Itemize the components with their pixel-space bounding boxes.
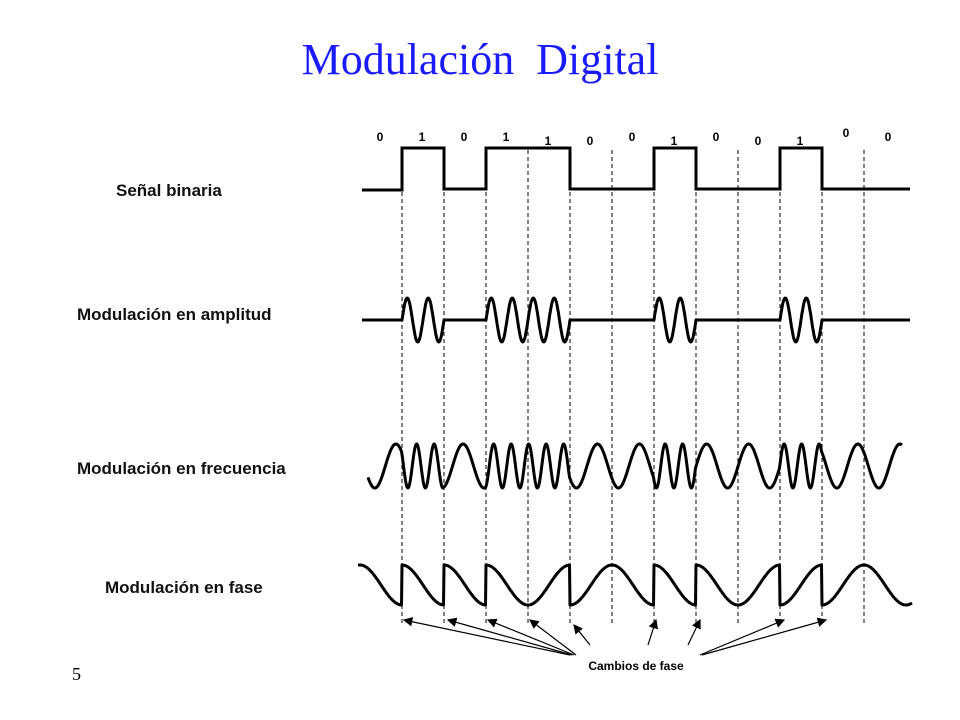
bit-label-4: 1 — [545, 134, 552, 148]
phase-change-note: Cambios de fase — [588, 659, 684, 673]
phase-change-arrow-4 — [573, 624, 591, 646]
bit-label-0: 0 — [377, 130, 384, 144]
phase-change-arrow-1 — [446, 617, 573, 656]
bit-label-6: 0 — [629, 130, 636, 144]
phase-change-arrows — [402, 617, 828, 656]
phase-change-arrow-6 — [687, 618, 701, 646]
phase-change-arrow-7 — [699, 618, 786, 656]
pm-label: Modulación en fase — [105, 578, 263, 597]
phase-change-arrow-8 — [701, 617, 828, 656]
bit-label-8: 0 — [713, 130, 720, 144]
am-label: Modulación en amplitud — [77, 305, 272, 324]
bit-labels: 0 1 0 1 1 0 0 1 0 0 1 0 0 — [377, 126, 892, 148]
page-title: Modulación Digital — [301, 35, 659, 84]
bit-label-2: 0 — [461, 130, 468, 144]
bit-label-12: 0 — [885, 130, 892, 144]
bit-label-11: 0 — [843, 126, 850, 140]
pm-wave — [357, 563, 913, 607]
bit-label-9: 0 — [755, 134, 762, 148]
bit-label-7: 1 — [671, 134, 678, 148]
phase-change-arrow-3 — [529, 619, 577, 656]
fm-label: Modulación en frecuencia — [77, 459, 286, 478]
am-waveform — [362, 296, 910, 344]
binary-square-wave — [362, 146, 910, 192]
am-wave — [362, 296, 910, 344]
binary-waveform — [362, 146, 910, 192]
bit-label-10: 1 — [797, 134, 804, 148]
bit-label-1: 1 — [419, 130, 426, 144]
pm-waveform — [357, 563, 913, 607]
fm-waveform — [366, 442, 903, 490]
bit-label-3: 1 — [503, 130, 510, 144]
fm-wave — [366, 442, 903, 490]
phase-change-arrow-5 — [647, 618, 659, 646]
page-number: 5 — [72, 664, 81, 684]
phase-change-arrow-2 — [486, 618, 575, 656]
bit-boundary-lines — [401, 150, 865, 625]
binary-signal-label: Señal binaria — [116, 181, 222, 200]
bit-label-5: 0 — [587, 134, 594, 148]
phase-change-arrow-0 — [402, 617, 571, 656]
